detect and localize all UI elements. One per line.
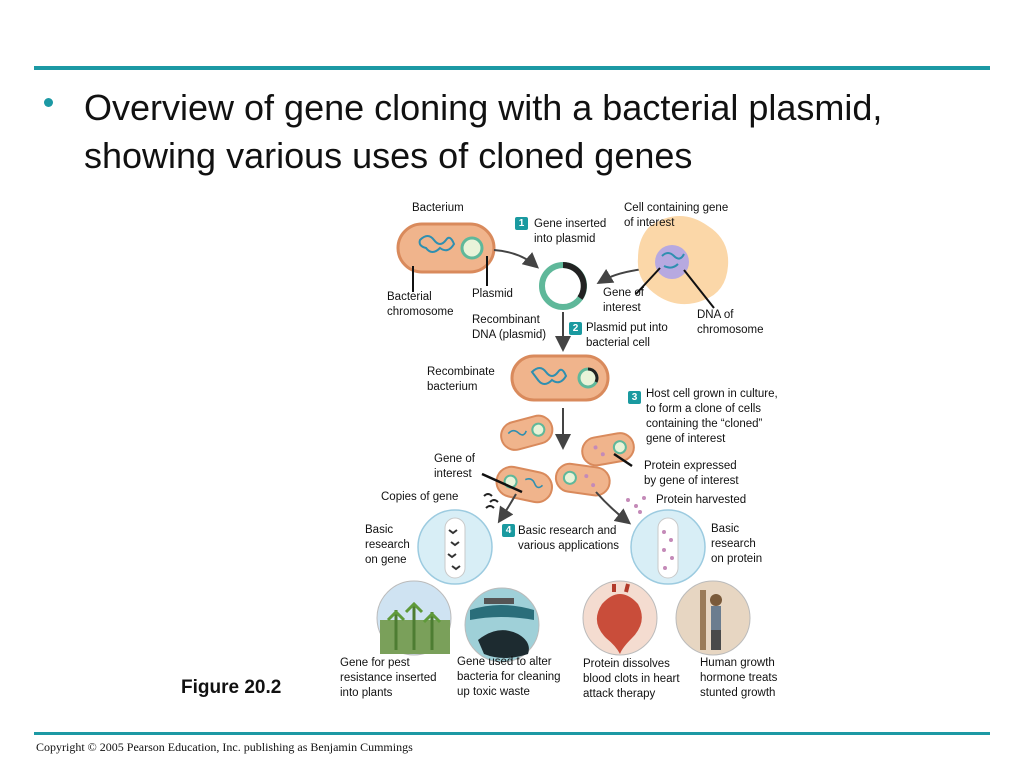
- label-plasmid-put-into: Plasmid put into bacterial cell: [586, 322, 668, 349]
- label-gene-of-interest-mid: Gene of interest: [434, 453, 475, 480]
- label-gene-inserted: Gene inserted into plasmid: [534, 218, 607, 245]
- label-protein-harvested: Protein harvested: [656, 494, 747, 506]
- step-3-icon: 3: [628, 391, 641, 404]
- slide-title: Overview of gene cloning with a bacteria…: [84, 87, 883, 176]
- label-bacterium: Bacterium: [412, 202, 464, 214]
- plants-image: [376, 580, 452, 656]
- label-app-pest-resistance: Gene for pest resistance inserted into p…: [340, 657, 437, 699]
- bottom-divider: [34, 732, 990, 735]
- label-host-cell-grown: Host cell grown in culture, to form a cl…: [646, 388, 778, 445]
- label-gene-of-interest-top: Gene of interest: [603, 287, 644, 314]
- label-app-blood-clots: Protein dissolves blood clots in heart a…: [583, 658, 680, 700]
- label-protein-expressed: Protein expressed by gene of interest: [644, 460, 739, 487]
- test-tube-gene: [417, 509, 493, 585]
- test-tube-protein: [630, 509, 706, 585]
- bacterium-top: [396, 222, 496, 274]
- label-dna-of-chromosome: DNA of chromosome: [697, 309, 764, 336]
- growth-image: [675, 580, 751, 656]
- clone-bacteria: [495, 414, 635, 504]
- step-2-icon: 2: [569, 322, 582, 335]
- label-cell-containing-gene: Cell containing gene of interest: [624, 202, 729, 229]
- label-copies-of-gene: Copies of gene: [381, 491, 459, 503]
- toxic-waste-image: [464, 587, 540, 663]
- bullet-icon: [44, 98, 53, 107]
- step-4-icon: 4: [502, 524, 515, 537]
- recombinant-plasmid: [539, 262, 587, 310]
- label-bacterial-chromosome: Bacterial chromosome: [387, 291, 454, 318]
- label-app-growth-hormone: Human growth hormone treats stunted grow…: [700, 657, 778, 699]
- figure-label: Figure 20.2: [181, 677, 282, 698]
- step-1-icon: 1: [515, 217, 528, 230]
- label-plasmid: Plasmid: [472, 288, 513, 300]
- heart-image: [582, 580, 658, 656]
- recombinate-bacterium: [510, 354, 610, 402]
- donor-cell: [637, 216, 729, 305]
- label-basic-research-applications: Basic research and various applications: [518, 525, 620, 552]
- label-basic-research-gene: Basic research on gene: [365, 524, 410, 566]
- label-app-toxic-waste: Gene used to alter bacteria for cleaning…: [457, 656, 561, 698]
- top-divider: [34, 66, 990, 70]
- copyright-text: Copyright © 2005 Pearson Education, Inc.…: [36, 740, 413, 754]
- label-basic-research-protein: Basic research on protein: [711, 523, 763, 565]
- label-recombinate-bacterium: Recombinate bacterium: [427, 366, 495, 393]
- label-recombinant-dna: Recombinant DNA (plasmid): [472, 314, 547, 341]
